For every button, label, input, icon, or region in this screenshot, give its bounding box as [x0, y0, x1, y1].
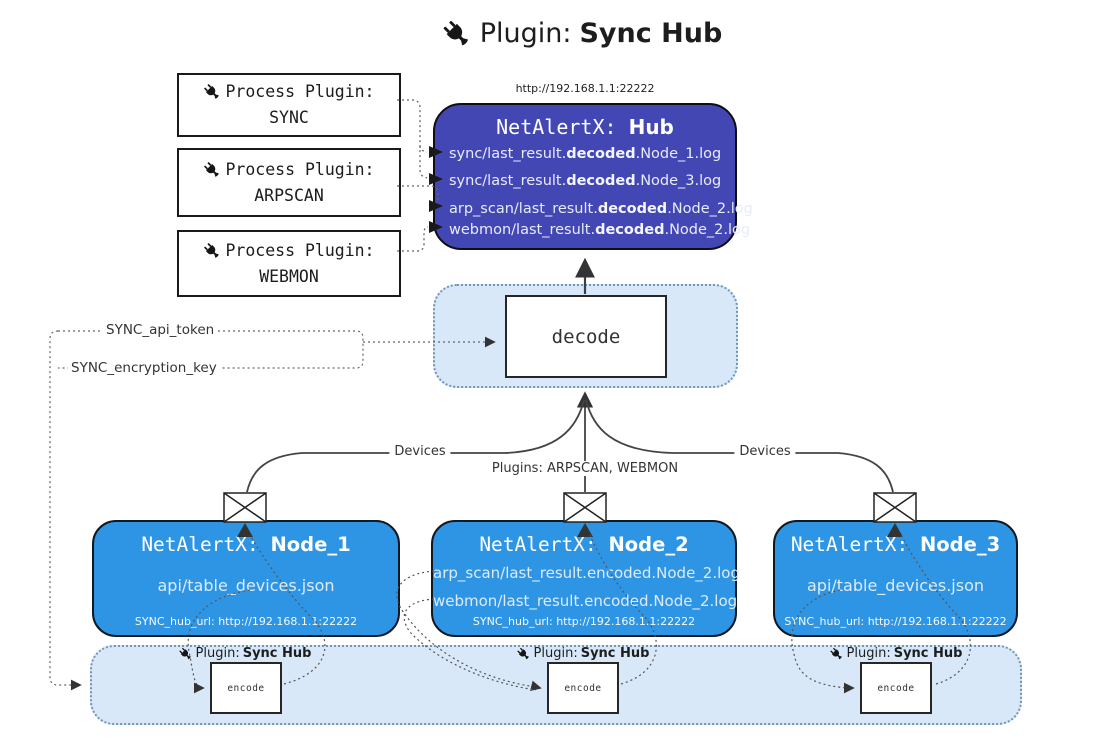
plugins-edge-label: Plugins: ARPSCAN, WEBMON — [486, 461, 684, 476]
encode-box: encode — [547, 662, 619, 714]
plug-icon — [517, 647, 531, 661]
hub-log-line: sync/last_result.decoded.Node_1.log — [449, 146, 722, 162]
node-file-line: api/table_devices.json — [806, 576, 984, 595]
process-plugin-title: Process Plugin: — [225, 82, 375, 102]
devices-edge-label-right: Devices — [734, 444, 796, 459]
title-text: Plugin: — [479, 18, 572, 49]
encode-label: encode — [877, 682, 915, 694]
plug-icon — [442, 19, 472, 49]
node-hub-url: SYNC_hub_url: http://192.168.1.1:22222 — [134, 615, 358, 628]
encode-box: encode — [210, 662, 282, 714]
process-plugin-name: ARPSCAN — [254, 185, 324, 205]
page-title: Plugin: Sync Hub — [442, 18, 723, 49]
node-title: NetAlertX: Node_3 — [790, 533, 1001, 556]
hub-log-line: arp_scan/last_result.decoded.Node_2.log — [449, 201, 753, 217]
node-title: NetAlertX: Node_2 — [479, 533, 689, 556]
process-plugin-webmon-box: Process Plugin: WEBMON — [177, 230, 401, 297]
netalertx-node1-box: NetAlertX: Node_1 api/table_devices.json… — [92, 520, 400, 637]
sync-api-token-label: SYNC_api_token — [103, 322, 218, 338]
hub-title: NetAlertX: Hub — [435, 115, 735, 139]
node-file-line: webmon/last_result.encoded.Node_2.log — [433, 592, 738, 610]
plug-icon — [179, 647, 193, 661]
encoder-plugin-label: Plugin: Sync Hub — [830, 646, 962, 661]
plug-icon — [203, 161, 221, 179]
plug-icon — [203, 242, 221, 260]
plug-icon — [830, 647, 844, 661]
process-plugin-title: Process Plugin: — [225, 240, 375, 260]
encode-label: encode — [227, 682, 265, 694]
process-plugin-title: Process Plugin: — [225, 159, 375, 179]
plugin-to-hub-connectors — [397, 99, 439, 252]
plug-icon — [203, 83, 221, 101]
hub-url-label: http://192.168.1.1:22222 — [515, 82, 655, 95]
process-plugin-sync-box: Process Plugin: SYNC — [177, 73, 401, 137]
netalertx-node2-box: NetAlertX: Node_2 arp_scan/last_result.e… — [431, 520, 740, 637]
node-to-decode-edges — [246, 391, 894, 493]
decode-label: decode — [551, 325, 621, 348]
node-file-line: api/table_devices.json — [157, 576, 335, 595]
devices-edge-label-left: Devices — [389, 444, 451, 459]
hub-title-bold: Hub — [628, 115, 674, 139]
node-hub-url: SYNC_hub_url: http://192.168.1.1:22222 — [784, 615, 1007, 628]
encoder-plugin-label: Plugin: Sync Hub — [517, 646, 649, 661]
process-plugin-name: WEBMON — [259, 266, 319, 286]
process-plugin-name: SYNC — [269, 108, 309, 127]
encode-label: encode — [564, 682, 602, 694]
hub-log-line: webmon/last_result.decoded.Node_2.log — [449, 222, 751, 238]
process-plugin-arpscan-box: Process Plugin: ARPSCAN — [177, 148, 401, 217]
encoder-plugin-label: Plugin: Sync Hub — [179, 646, 311, 661]
node-title: NetAlertX: Node_1 — [141, 533, 351, 556]
netalertx-hub-box: NetAlertX: Hub sync/last_result.decoded.… — [433, 103, 753, 250]
netalertx-node3-box: NetAlertX: Node_3 api/table_devices.json… — [773, 520, 1018, 637]
hub-log-line: sync/last_result.decoded.Node_3.log — [449, 173, 722, 189]
node-hub-url: SYNC_hub_url: http://192.168.1.1:22222 — [472, 615, 696, 628]
hub-title-mono: NetAlertX: — [496, 115, 629, 139]
encode-box: encode — [860, 662, 932, 714]
title-bold: Sync Hub — [579, 18, 723, 49]
sync-encryption-key-label: SYNC_encryption_key — [68, 360, 220, 376]
envelope-icon — [223, 492, 917, 523]
node-file-line: arp_scan/last_result.encoded.Node_2.log — [433, 564, 740, 582]
decode-box: decode — [505, 295, 667, 378]
